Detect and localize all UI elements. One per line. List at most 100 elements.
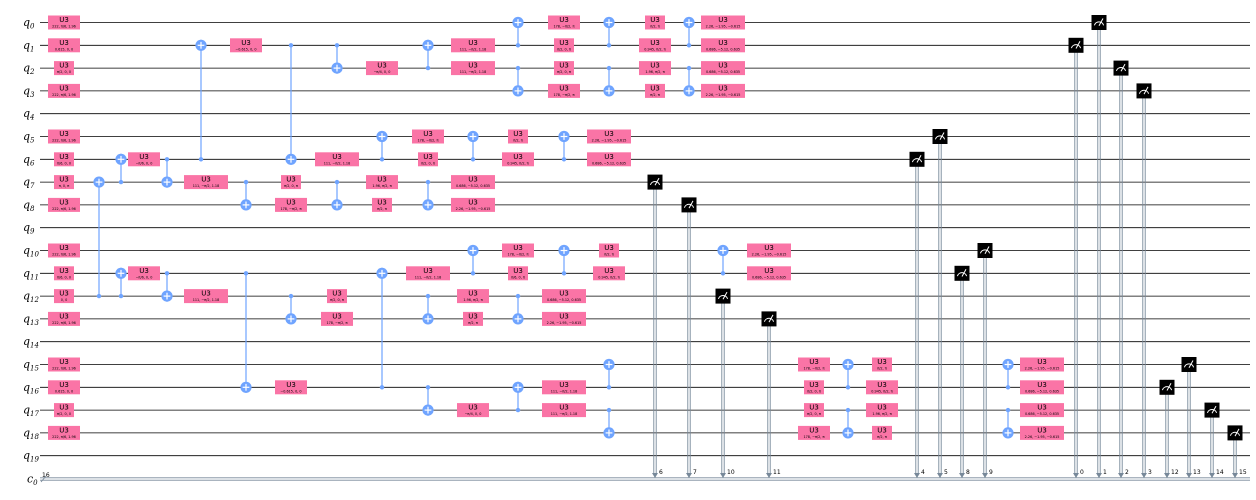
cx-control-dot [606,43,612,48]
u3-gate-params: 222, π/6, 1.96 [52,435,76,439]
cx-control-dot [845,385,851,390]
measure-gate [954,265,970,281]
cx-gate [1002,407,1014,439]
cx-gate [512,65,524,97]
measure-bit-label: 12 [1171,469,1179,476]
u3-gate-name: U3 [468,39,478,47]
qubit-labels: q0q1q2q3q4q5q6q7q8q9q10q11q12q13q14q15q1… [23,16,40,487]
u3-gate-name: U3 [332,290,342,298]
u3-gate: U3−0.615, 0, 0 [230,38,262,53]
qubit-label-base: q [23,335,30,348]
qubit-label-base: q [23,312,30,325]
u3-gate: U30.686, −5.12, 0.635 [451,175,495,190]
u3-gate-box [798,357,830,372]
measure-box [1181,357,1197,372]
u3-gate: U30.686, −5.12, 0.635 [701,61,745,76]
u3-gate-box [599,243,619,258]
qubit-label-base: q [23,221,30,234]
u3-gate-params: π/2, π [877,435,887,439]
u3-gate-params: 178, −π/2, π [553,25,574,29]
u3-gate-box [548,83,580,98]
qubit-label-index: 1 [30,45,34,53]
u3-gate-params: π/2, 0, π [421,161,435,165]
u3-gate-params: 0.686, −5.12, 0.635 [456,184,490,188]
u3-gate-params: π/6, 0, 0 [57,161,71,165]
u3-gate: U3−π/4, 0, 0 [457,403,489,418]
u3-gate-box [457,289,489,304]
measure-arrow [982,473,988,478]
u3-gate-params: 222, π/6, 1.96 [52,207,76,211]
qubit-label-q15: q15 [23,358,40,373]
qubit-label-q4: q4 [23,107,35,122]
measure-arrow [766,473,772,478]
qubit-label-q19: q19 [23,449,40,464]
u3-gate-name: U3 [59,244,69,252]
qubit-label-q10: q10 [23,244,40,259]
qubit-label-index: 3 [30,91,35,99]
qubit-label-q9: q9 [23,221,35,236]
qubit-label-index: 14 [30,342,39,350]
measure-bit-label: 5 [944,469,948,476]
u3-gate-params: π/2, 0, π [284,184,298,188]
u3-gate: U30.686, −5.12, 0.635 [587,152,631,167]
u3-gate-name: U3 [241,39,251,47]
u3-gate: U3−π/6, 0, 0 [128,266,160,281]
meter-needle-icon [939,132,945,140]
u3-gate-name: U3 [139,267,149,275]
u3-gate-params: π/2, π [468,321,478,325]
u3-gate-params: π/2, 0, 0 [57,70,71,74]
measure-box [761,311,777,327]
u3-gate-box [1020,380,1064,395]
cx-control-dot [334,179,340,185]
cx-gate [683,65,695,97]
cx-control-dot [686,43,692,48]
qubit-label-q8: q8 [23,198,35,213]
qubit-label-q16: q16 [23,381,40,396]
u3-gate-params: π/2, 0, π [557,70,571,74]
u3-gate-params: π/2, 0, π [807,389,821,393]
cx-control-dot [720,271,726,276]
u3-gate-params: π/6, 0, π [511,275,525,279]
u3-gate-params: 0.945, π/2, π [644,47,665,51]
u3-gate-params: 0.686, −5.12, 0.635 [706,70,740,74]
u3-gate: U3π/2, π [645,83,665,98]
measure-box [909,151,925,167]
measure-gate [1113,60,1129,76]
u3-gate-name: U3 [1037,404,1047,412]
creg-label: c0 [27,473,38,488]
cx-control-dot [425,293,431,299]
measure-arrow [652,473,658,478]
qubit-label-base: q [23,16,30,29]
cx-gate [683,16,695,48]
qubit-label-q14: q14 [23,335,39,350]
measure-gate [715,288,731,304]
measure-gate [647,174,663,190]
measure-bit-label: 3 [1148,469,1152,476]
u3-gate-box [866,403,898,418]
u3-gate-params: −0.615, 0, 0 [235,47,256,51]
u3-gate: U30.686, −5.12, 0.635 [1020,403,1064,418]
meter-needle-icon [961,269,967,277]
u3-gate-params: π/2, π [650,25,660,29]
measure-bit-label: 6 [659,469,663,476]
u3-gate-name: U3 [877,358,887,366]
u3-gate-name: U3 [59,267,69,275]
u3-gate-box [639,38,671,53]
u3-gate-params: 2.26, −1.95, −0.615 [706,25,741,29]
u3-gate-name: U3 [59,426,69,434]
meter-needle-icon [768,314,774,323]
qubit-label-q7: q7 [23,176,35,191]
u3-gate-name: U3 [59,39,69,47]
measure-gate [932,129,948,144]
u3-gate-box [48,83,80,98]
u3-gate-params: 178, −π/2, π [280,207,301,211]
cx-gate [195,39,207,162]
meter-needle-icon [722,291,728,300]
u3-gate-box [281,175,301,190]
